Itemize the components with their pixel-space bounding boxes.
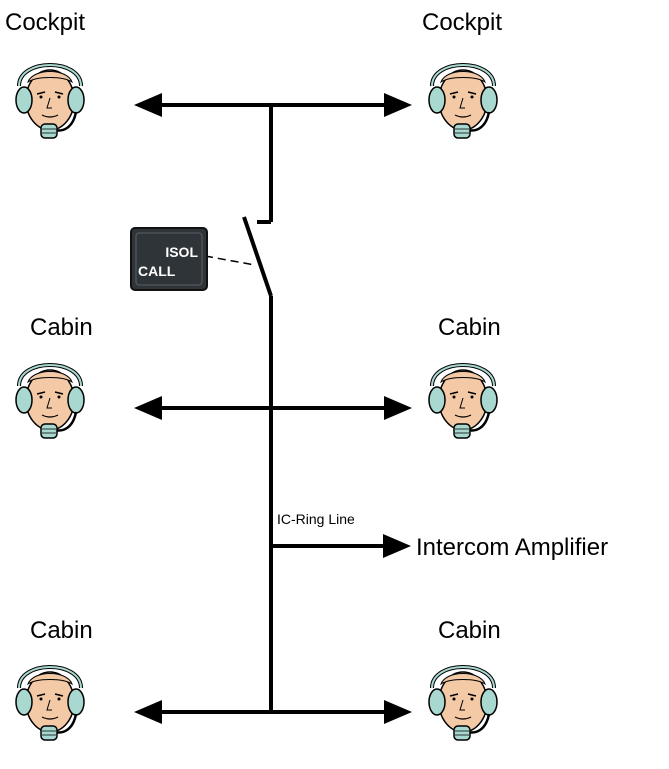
station-label-cabin-bottom-left: Cabin — [30, 617, 93, 644]
headset-person-icon — [427, 63, 499, 140]
arrow-left-icon — [134, 396, 162, 420]
switch-leader-line — [204, 255, 256, 266]
intercom-amplifier-label: Intercom Amplifier — [416, 534, 608, 561]
isol-switch-blade — [242, 216, 273, 297]
headset-person-icon — [14, 363, 86, 440]
arrow-right-icon — [384, 93, 412, 117]
station-label-cabin-mid-right: Cabin — [438, 314, 501, 341]
station-label-cockpit-right: Cockpit — [422, 9, 502, 36]
call-label: CALL — [138, 263, 176, 279]
station-label-cabin-bottom-right: Cabin — [438, 617, 501, 644]
isol-label: ISOL — [165, 244, 198, 260]
station-label-cabin-mid-left: Cabin — [30, 314, 93, 341]
ic-ring-line-label: IC-Ring Line — [277, 511, 355, 527]
isol-call-button[interactable]: ISOL CALL — [130, 227, 208, 291]
arrow-right-icon — [383, 534, 411, 558]
headset-person-icon — [427, 363, 499, 440]
headset-person-icon — [14, 63, 86, 140]
cockpit-bus-line — [150, 103, 396, 224]
arrow-right-icon — [384, 700, 412, 724]
headset-person-icon — [14, 665, 86, 742]
arrow-right-icon — [384, 396, 412, 420]
headset-person-icon — [427, 665, 499, 742]
station-label-cockpit-left: Cockpit — [5, 9, 85, 36]
arrow-left-icon — [134, 93, 162, 117]
arrow-left-icon — [134, 700, 162, 724]
